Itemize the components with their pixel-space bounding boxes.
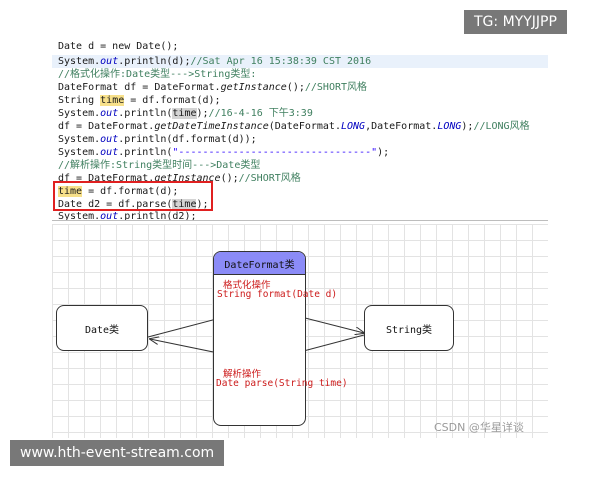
parse-operation-label: 解析操作 xyxy=(223,369,262,380)
date-class-node: Date类 xyxy=(56,305,148,351)
dateformat-title: DateFormat类 xyxy=(214,252,305,275)
code-line: System.out.println("--------------------… xyxy=(58,147,390,158)
section-divider xyxy=(52,220,548,221)
code-line: String time = df.format(d); xyxy=(58,95,221,106)
csdn-watermark: CSDN @华星详谈 xyxy=(434,421,524,434)
highlight-frame xyxy=(53,181,213,211)
parse-method-label: Date parse(String time) xyxy=(216,378,348,389)
code-line: df = DateFormat.getDateTimeInstance(Date… xyxy=(58,121,530,132)
tg-watermark: TG: MYYJJPP xyxy=(464,10,567,34)
site-watermark: www.hth-event-stream.com xyxy=(10,440,225,466)
code-line: System.out.println(d2); xyxy=(58,211,197,222)
string-class-node: String类 xyxy=(364,305,454,351)
code-editor: Date d = new Date(); System.out.println(… xyxy=(52,38,548,222)
code-line: System.out.println(df.format(d)); xyxy=(58,134,257,145)
code-line: System.out.println(d);//Sat Apr 16 15:38… xyxy=(58,56,372,67)
code-comment-line: //解析操作:String类型时间--->Date类型 xyxy=(58,160,261,171)
current-line-highlight xyxy=(52,55,548,68)
code-line: DateFormat df = DateFormat.getInstance()… xyxy=(58,82,368,93)
format-operation-label: 格式化操作 xyxy=(223,280,271,291)
dateformat-class-node: DateFormat类 xyxy=(213,251,306,426)
code-line: System.out.println(time);//16-4-16 下午3:3… xyxy=(58,108,313,119)
code-line: Date d = new Date(); xyxy=(58,41,179,52)
code-line: Date d2 = df.parse(time); xyxy=(58,199,209,210)
code-comment-line: //格式化操作:Date类型--->String类型: xyxy=(58,69,257,80)
format-method-label: String format(Date d) xyxy=(217,289,338,300)
time-variable-highlight: time xyxy=(100,95,125,106)
code-line: time = df.format(d); xyxy=(58,186,179,197)
code-line: df = DateFormat.getInstance();//SHORT风格 xyxy=(58,173,301,184)
